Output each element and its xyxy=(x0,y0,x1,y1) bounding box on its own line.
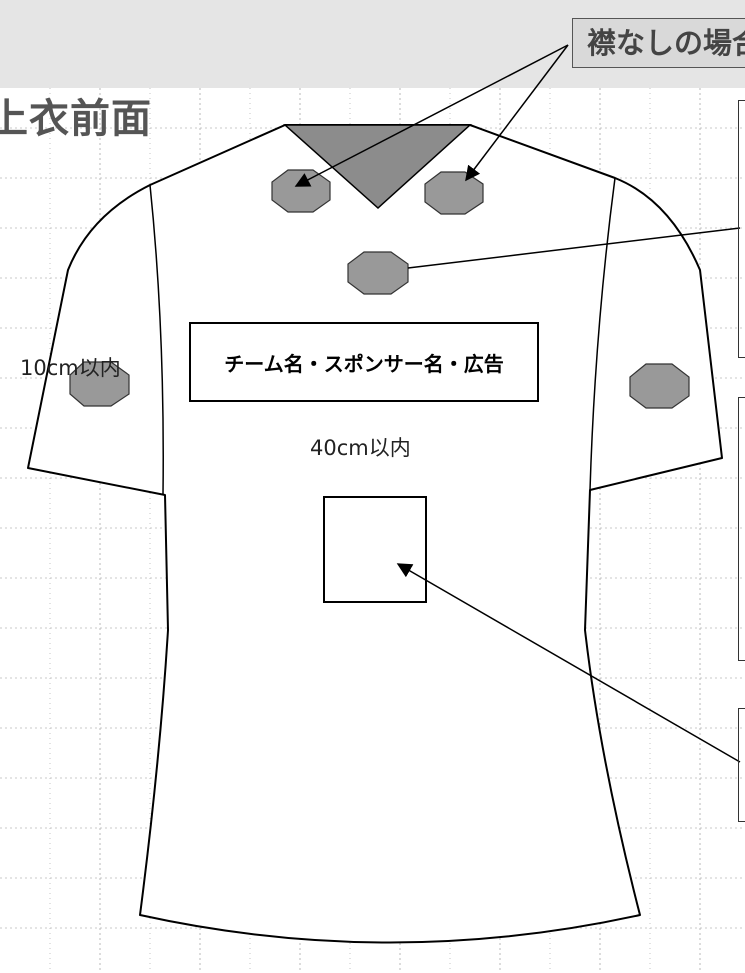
chest-emblem xyxy=(347,251,409,295)
sponsor-area-label: チーム名・スポンサー名・広告 xyxy=(224,351,504,376)
sponsor-area-box: チーム名・スポンサー名・広告 xyxy=(189,322,539,402)
collar-callout-label: 襟なしの場合 xyxy=(572,18,745,68)
side-note-box-middle xyxy=(738,397,745,661)
collar-arrow-right xyxy=(465,44,569,182)
page-title: 上衣前面 xyxy=(0,96,152,142)
side-note-box-top xyxy=(738,100,745,358)
collar-emblem-left xyxy=(271,169,331,213)
chest-emblem-leader xyxy=(407,227,741,269)
side-note-box-bottom xyxy=(738,708,745,822)
chest-size-limit: 40cm以内 xyxy=(310,436,411,460)
sleeve-size-limit: 10cm以内 xyxy=(20,356,121,380)
collar-arrow-left xyxy=(294,44,569,187)
left-sleeve-seam xyxy=(149,184,164,496)
number-area-box xyxy=(323,496,427,603)
v-collar xyxy=(283,124,472,210)
right-sleeve-emblem xyxy=(629,363,690,409)
left-sleeve-emblem xyxy=(69,361,130,407)
right-sleeve-seam xyxy=(589,177,616,491)
number-area-arrow xyxy=(396,563,741,763)
collar-emblem-right xyxy=(424,171,484,215)
